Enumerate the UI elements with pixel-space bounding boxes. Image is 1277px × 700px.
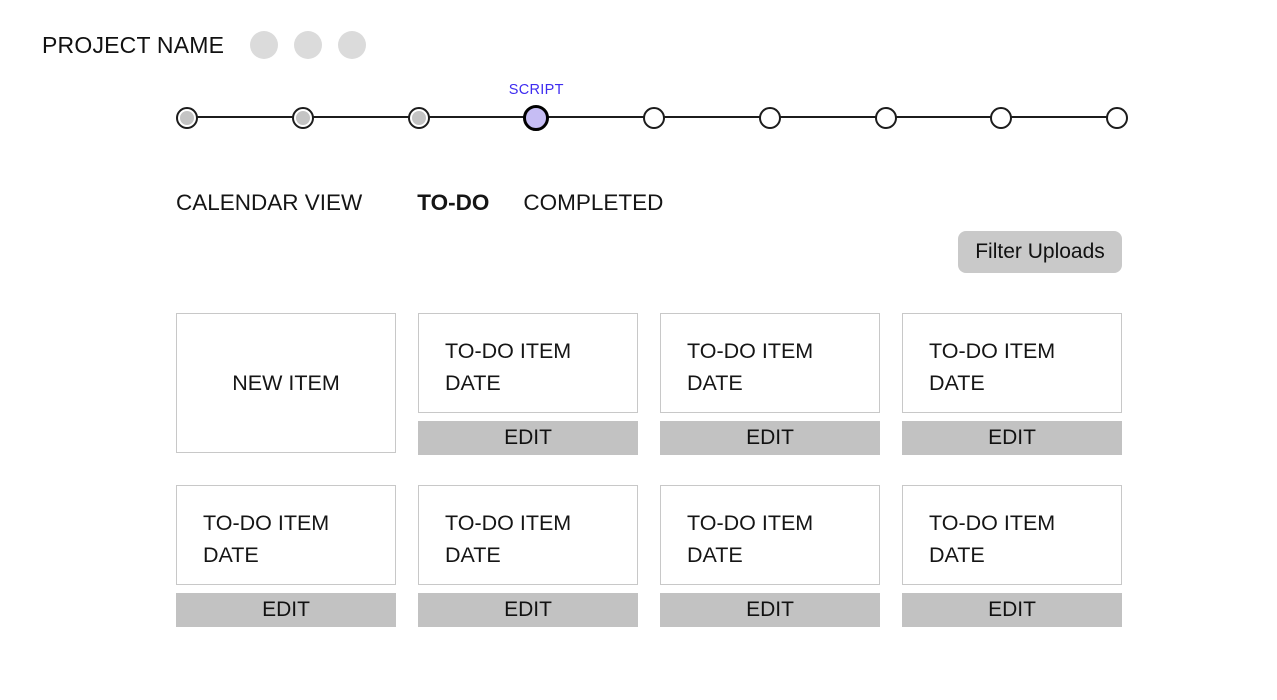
stepper-step-upcoming[interactable]: [990, 107, 1013, 129]
todo-card-body[interactable]: TO-DO ITEM DATE: [660, 313, 880, 413]
todo-card-title: TO-DO ITEM: [445, 511, 572, 535]
tab-calendar-view[interactable]: CALENDAR VIEW: [176, 190, 363, 215]
todo-card: TO-DO ITEM DATE EDIT: [418, 313, 638, 455]
stepper-step-upcoming[interactable]: [643, 107, 665, 129]
todo-card-title: TO-DO ITEM: [929, 339, 1056, 363]
edit-button[interactable]: EDIT: [418, 421, 638, 455]
tab-to-do[interactable]: TO-DO: [417, 190, 490, 215]
todo-card-body[interactable]: TO-DO ITEM DATE: [418, 485, 638, 585]
stepper-active-step-label: SCRIPT: [508, 82, 564, 98]
todo-card: TO-DO ITEM DATE EDIT: [902, 313, 1122, 455]
edit-button[interactable]: EDIT: [902, 593, 1122, 627]
todo-card-date: DATE: [445, 543, 501, 567]
header-dot-icon[interactable]: [294, 31, 323, 59]
todo-card-date: DATE: [929, 543, 985, 567]
stepper-step-completed[interactable]: [407, 107, 430, 129]
todo-card: TO-DO ITEM DATE EDIT: [660, 485, 880, 627]
header-dot-icon[interactable]: [250, 31, 279, 59]
todo-card-date: DATE: [203, 543, 259, 567]
new-item-card[interactable]: NEW ITEM: [176, 313, 396, 453]
todo-card-date: DATE: [687, 543, 743, 567]
stepper-step-upcoming[interactable]: [1106, 107, 1128, 129]
todo-card: TO-DO ITEM DATE EDIT: [902, 485, 1122, 627]
stepper-step-upcoming[interactable]: [758, 107, 781, 129]
todo-grid: NEW ITEM TO-DO ITEM DATE EDIT TO-DO ITEM DAT…: [176, 313, 1122, 627]
edit-button[interactable]: EDIT: [660, 421, 880, 455]
edit-button[interactable]: EDIT: [660, 593, 880, 627]
header-dot-icon[interactable]: [338, 31, 367, 59]
stepper-track: SCRIPT: [176, 82, 1128, 131]
filter-uploads-button[interactable]: Filter Uploads: [958, 231, 1122, 273]
header: PROJECT NAME: [42, 31, 367, 59]
tab-completed[interactable]: COMPLETED: [523, 190, 664, 215]
todo-card-title: TO-DO ITEM: [929, 511, 1056, 535]
todo-card-body[interactable]: TO-DO ITEM DATE: [418, 313, 638, 413]
todo-card-title: TO-DO ITEM: [687, 339, 814, 363]
todo-card-title: TO-DO ITEM: [445, 339, 572, 363]
edit-button[interactable]: EDIT: [902, 421, 1122, 455]
tab-bar: CALENDAR VIEW TO-DO COMPLETED: [176, 190, 663, 216]
todo-card-date: DATE: [687, 371, 743, 395]
project-name: PROJECT NAME: [42, 31, 225, 58]
todo-card-title: TO-DO ITEM: [203, 511, 330, 535]
stepper-step-completed[interactable]: [176, 107, 198, 129]
edit-button[interactable]: EDIT: [176, 593, 396, 627]
todo-card-body[interactable]: TO-DO ITEM DATE: [660, 485, 880, 585]
todo-card-body[interactable]: TO-DO ITEM DATE: [902, 313, 1122, 413]
todo-card-title: TO-DO ITEM: [687, 511, 814, 535]
stepper-step-completed[interactable]: [291, 107, 314, 129]
stepper-step-upcoming[interactable]: [874, 107, 897, 129]
progress-stepper: SCRIPT: [176, 76, 1128, 142]
stepper-step-active[interactable]: SCRIPT: [509, 82, 563, 131]
todo-card-body[interactable]: TO-DO ITEM DATE: [176, 485, 396, 585]
edit-button[interactable]: EDIT: [418, 593, 638, 627]
todo-card: TO-DO ITEM DATE EDIT: [176, 485, 396, 627]
todo-card: TO-DO ITEM DATE EDIT: [660, 313, 880, 455]
todo-card-body[interactable]: TO-DO ITEM DATE: [902, 485, 1122, 585]
todo-card-date: DATE: [445, 371, 501, 395]
todo-card-date: DATE: [929, 371, 985, 395]
header-dots: [250, 31, 367, 59]
todo-card: TO-DO ITEM DATE EDIT: [418, 485, 638, 627]
